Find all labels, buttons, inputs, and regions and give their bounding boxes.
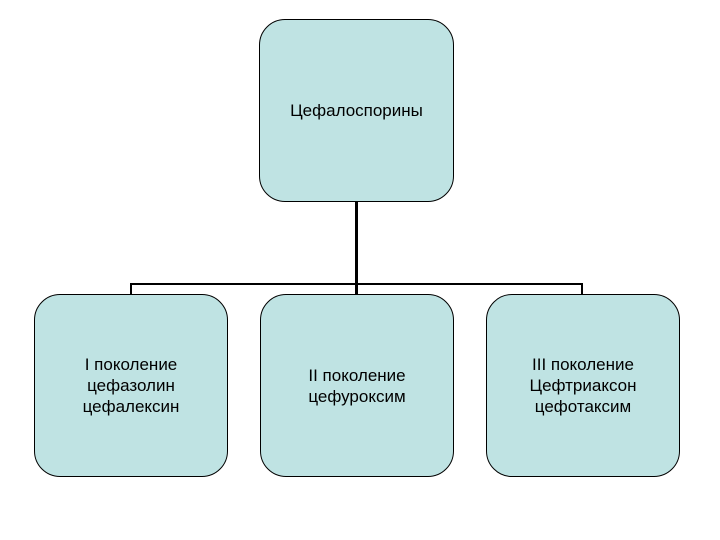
child-node-generation-2: II поколение цефуроксим xyxy=(260,294,454,477)
connector-drop-gen1 xyxy=(130,283,132,294)
root-node-label: Цефалоспорины xyxy=(290,101,423,120)
connector-crossbar xyxy=(130,283,583,285)
child-node-label-generation-1: I поколение цефазолин цефалексин xyxy=(82,355,180,416)
root-node-cephalosporins: Цефалоспорины xyxy=(259,19,454,202)
child-node-generation-1: I поколение цефазолин цефалексин xyxy=(34,294,228,477)
child-node-label-generation-3: III поколение Цефтриаксон цефотаксим xyxy=(529,355,637,416)
connector-drop-gen3 xyxy=(581,283,583,294)
child-node-generation-3: III поколение Цефтриаксон цефотаксим xyxy=(486,294,680,477)
child-node-label-generation-2: II поколение цефуроксим xyxy=(308,365,406,406)
connector-trunk xyxy=(355,202,358,294)
